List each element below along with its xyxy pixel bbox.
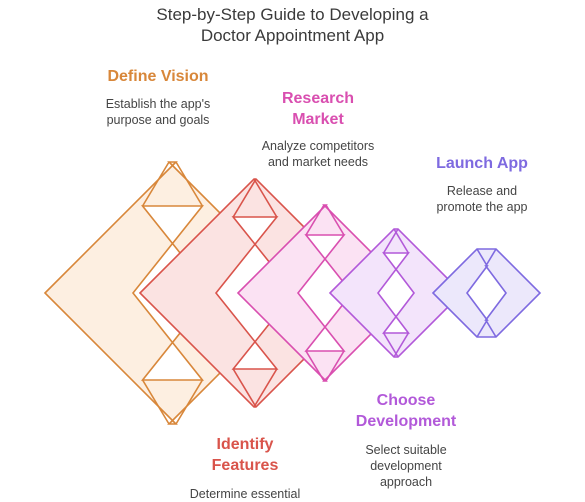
diamond-edge xyxy=(382,228,399,254)
diamond-edge xyxy=(175,379,204,425)
diamond-edge xyxy=(485,248,497,267)
step-launch-app: Launch App Release and promote the app xyxy=(382,153,582,215)
step-identify-features: Identify Features Determine essential xyxy=(145,434,345,502)
step-title: Launch App xyxy=(436,155,528,172)
step-description: Select suitable development approach xyxy=(365,443,447,489)
diamond-edge xyxy=(325,204,345,236)
diamond-edge xyxy=(175,161,204,207)
title-line-1: Step-by-Step Guide to Developing a xyxy=(156,5,429,24)
diamond-edge xyxy=(305,204,325,236)
step-define-vision: Define Vision Establish the app's purpos… xyxy=(58,66,258,128)
diamond-shape-choose-development xyxy=(328,228,464,358)
page-title: Step-by-Step Guide to Developing a Docto… xyxy=(0,4,585,46)
diamond-edge xyxy=(325,350,345,382)
diamond-edge xyxy=(141,161,170,207)
step-description: Establish the app's purpose and goals xyxy=(105,97,211,127)
diamond-edge xyxy=(253,368,278,408)
step-title: Identify Features xyxy=(211,436,279,474)
diamond-edge xyxy=(232,368,257,408)
step-title: Define Vision xyxy=(107,68,209,85)
step-description: Analyze competitors and market needs xyxy=(261,139,375,169)
step-description: Release and promote the app xyxy=(436,184,528,214)
diamond-edge xyxy=(393,332,410,358)
title-line-2: Doctor Appointment App xyxy=(200,26,385,45)
diamond-edge xyxy=(476,248,488,267)
step-description: Determine essential xyxy=(189,487,301,501)
step-title: Research Market xyxy=(281,90,355,128)
diamond-shape-launch-app xyxy=(431,248,542,338)
diamond-edge xyxy=(476,319,488,338)
diamond-edge xyxy=(232,178,257,218)
diamond-edge xyxy=(485,319,497,338)
diamond-edge xyxy=(305,350,325,382)
step-title: Choose Development xyxy=(355,392,457,430)
step-research-market: Research Market Analyze competitors and … xyxy=(218,88,418,170)
diamond-edge xyxy=(141,379,170,425)
step-choose-development: Choose Development Select suitable devel… xyxy=(306,390,506,490)
diamond-edge xyxy=(253,178,278,218)
